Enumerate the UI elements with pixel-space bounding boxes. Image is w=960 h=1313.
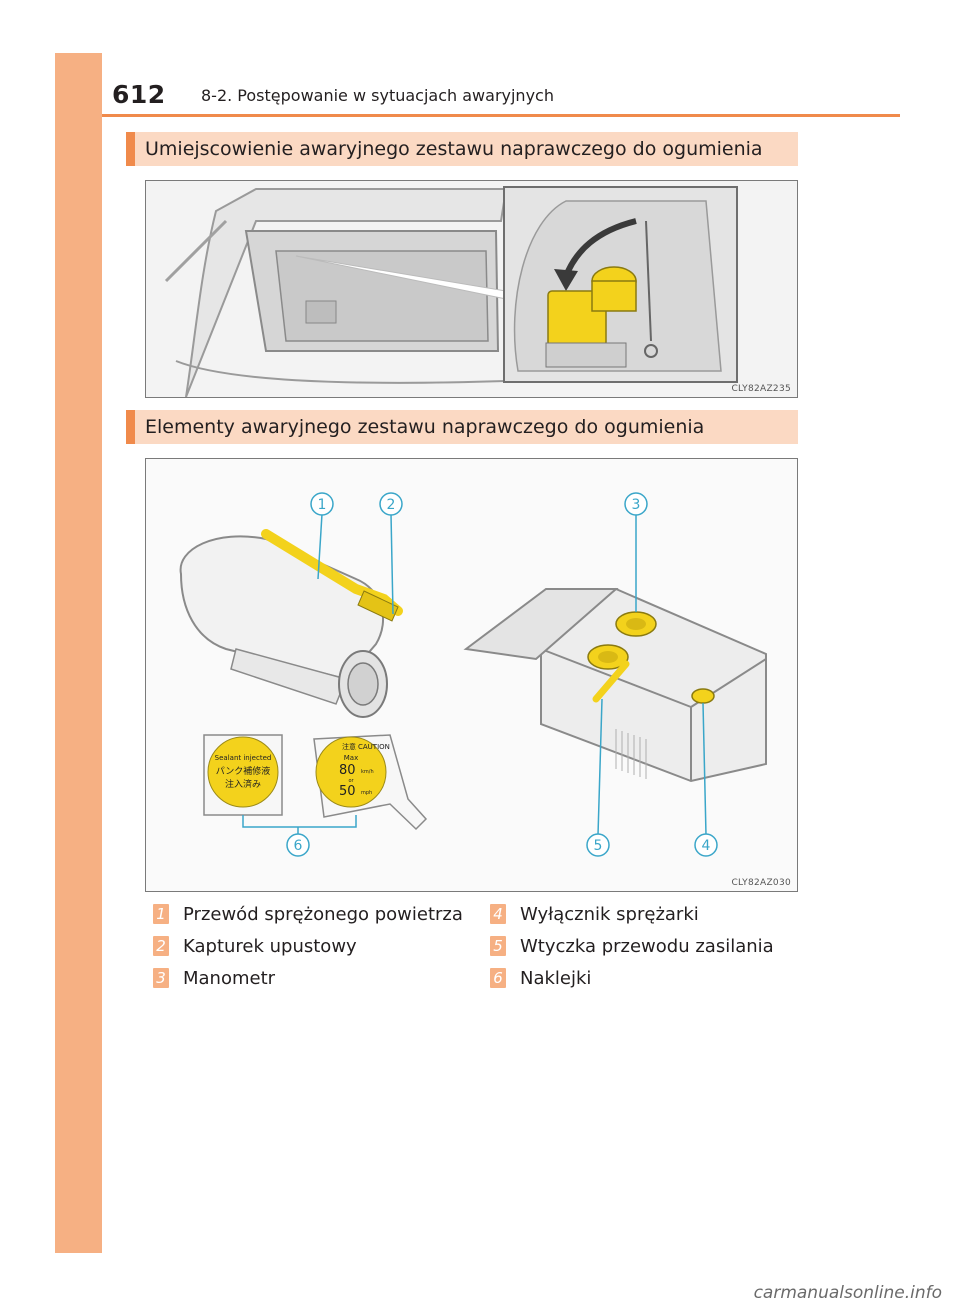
header-rule bbox=[102, 114, 900, 117]
legend-label-3: Manometr bbox=[183, 967, 276, 989]
sticker-b-caution: CAUTION bbox=[358, 743, 390, 751]
sticker-b-jp: 注意 bbox=[342, 742, 356, 751]
sticker-a-line-3: 注入済み bbox=[225, 778, 261, 790]
sticker-b-speed-kmh: 80 bbox=[339, 763, 356, 778]
legend-label-1: Przewód sprężonego powietrza bbox=[183, 903, 463, 925]
section-title: 8-2. Postępowanie w sytuacjach awaryjnyc… bbox=[201, 86, 554, 105]
callout-1: 1 bbox=[318, 497, 327, 513]
legend-number-5: 5 bbox=[490, 936, 506, 956]
heading-kit-location: Umiejscowienie awaryjnego zestawu napraw… bbox=[126, 132, 798, 166]
legend-number-3: 3 bbox=[153, 968, 169, 988]
legend-item-6: 6 Naklejki bbox=[490, 967, 591, 989]
legend-item-2: 2 Kapturek upustowy bbox=[153, 935, 357, 957]
legend-item-3: 3 Manometr bbox=[153, 967, 275, 989]
callout-5: 5 bbox=[594, 838, 603, 854]
chapter-side-tab bbox=[55, 53, 102, 1253]
legend-label-5: Wtyczka przewodu zasilania bbox=[520, 935, 774, 957]
sticker-b-unit-kmh: km/h bbox=[361, 769, 374, 775]
sticker-a-line-1: Sealant injected bbox=[215, 754, 272, 762]
legend-number-2: 2 bbox=[153, 936, 169, 956]
figure-code-components: CLY82AZ030 bbox=[731, 878, 791, 888]
callout-2: 2 bbox=[387, 497, 396, 513]
legend-number-1: 1 bbox=[153, 904, 169, 924]
sticker-a-line-2: パンク補修液 bbox=[216, 765, 270, 777]
legend-number-6: 6 bbox=[490, 968, 506, 988]
callout-6: 6 bbox=[294, 838, 303, 854]
legend-label-2: Kapturek upustowy bbox=[183, 935, 357, 957]
heading-kit-components: Elementy awaryjnego zestawu naprawczego … bbox=[126, 410, 798, 444]
sticker-b-or: or bbox=[348, 778, 354, 784]
trunk-location-illustration: CLY82AZ235 bbox=[145, 180, 798, 398]
legend-item-5: 5 Wtyczka przewodu zasilania bbox=[490, 935, 774, 957]
sticker-b-unit-mph: mph bbox=[361, 790, 372, 796]
legend-number-4: 4 bbox=[490, 904, 506, 924]
callout-4: 4 bbox=[702, 838, 711, 854]
callout-3: 3 bbox=[632, 497, 641, 513]
heading-kit-location-text: Umiejscowienie awaryjnego zestawu napraw… bbox=[145, 138, 763, 160]
legend-label-4: Wyłącznik sprężarki bbox=[520, 903, 699, 925]
sticker-b-speed-mph: 50 bbox=[339, 784, 356, 799]
watermark-link[interactable]: carmanualsonline.info bbox=[753, 1283, 942, 1303]
legend-label-6: Naklejki bbox=[520, 967, 592, 989]
heading-kit-components-text: Elementy awaryjnego zestawu naprawczego … bbox=[145, 416, 705, 438]
legend-item-4: 4 Wyłącznik sprężarki bbox=[490, 903, 699, 925]
page-number: 612 bbox=[112, 80, 166, 109]
kit-components-illustration: Sealant injected パンク補修液 注入済み 注意 CAUTION … bbox=[145, 458, 798, 892]
legend-item-1: 1 Przewód sprężonego powietrza bbox=[153, 903, 463, 925]
figure-code-location: CLY82AZ235 bbox=[731, 384, 791, 394]
sticker-b-max: Max bbox=[344, 754, 358, 762]
